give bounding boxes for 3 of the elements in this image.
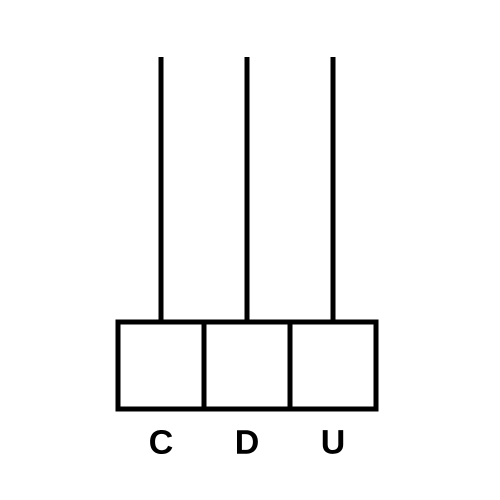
column-letter: D xyxy=(237,430,258,454)
column-letter: U xyxy=(322,430,344,454)
column-letter: C xyxy=(150,430,172,454)
